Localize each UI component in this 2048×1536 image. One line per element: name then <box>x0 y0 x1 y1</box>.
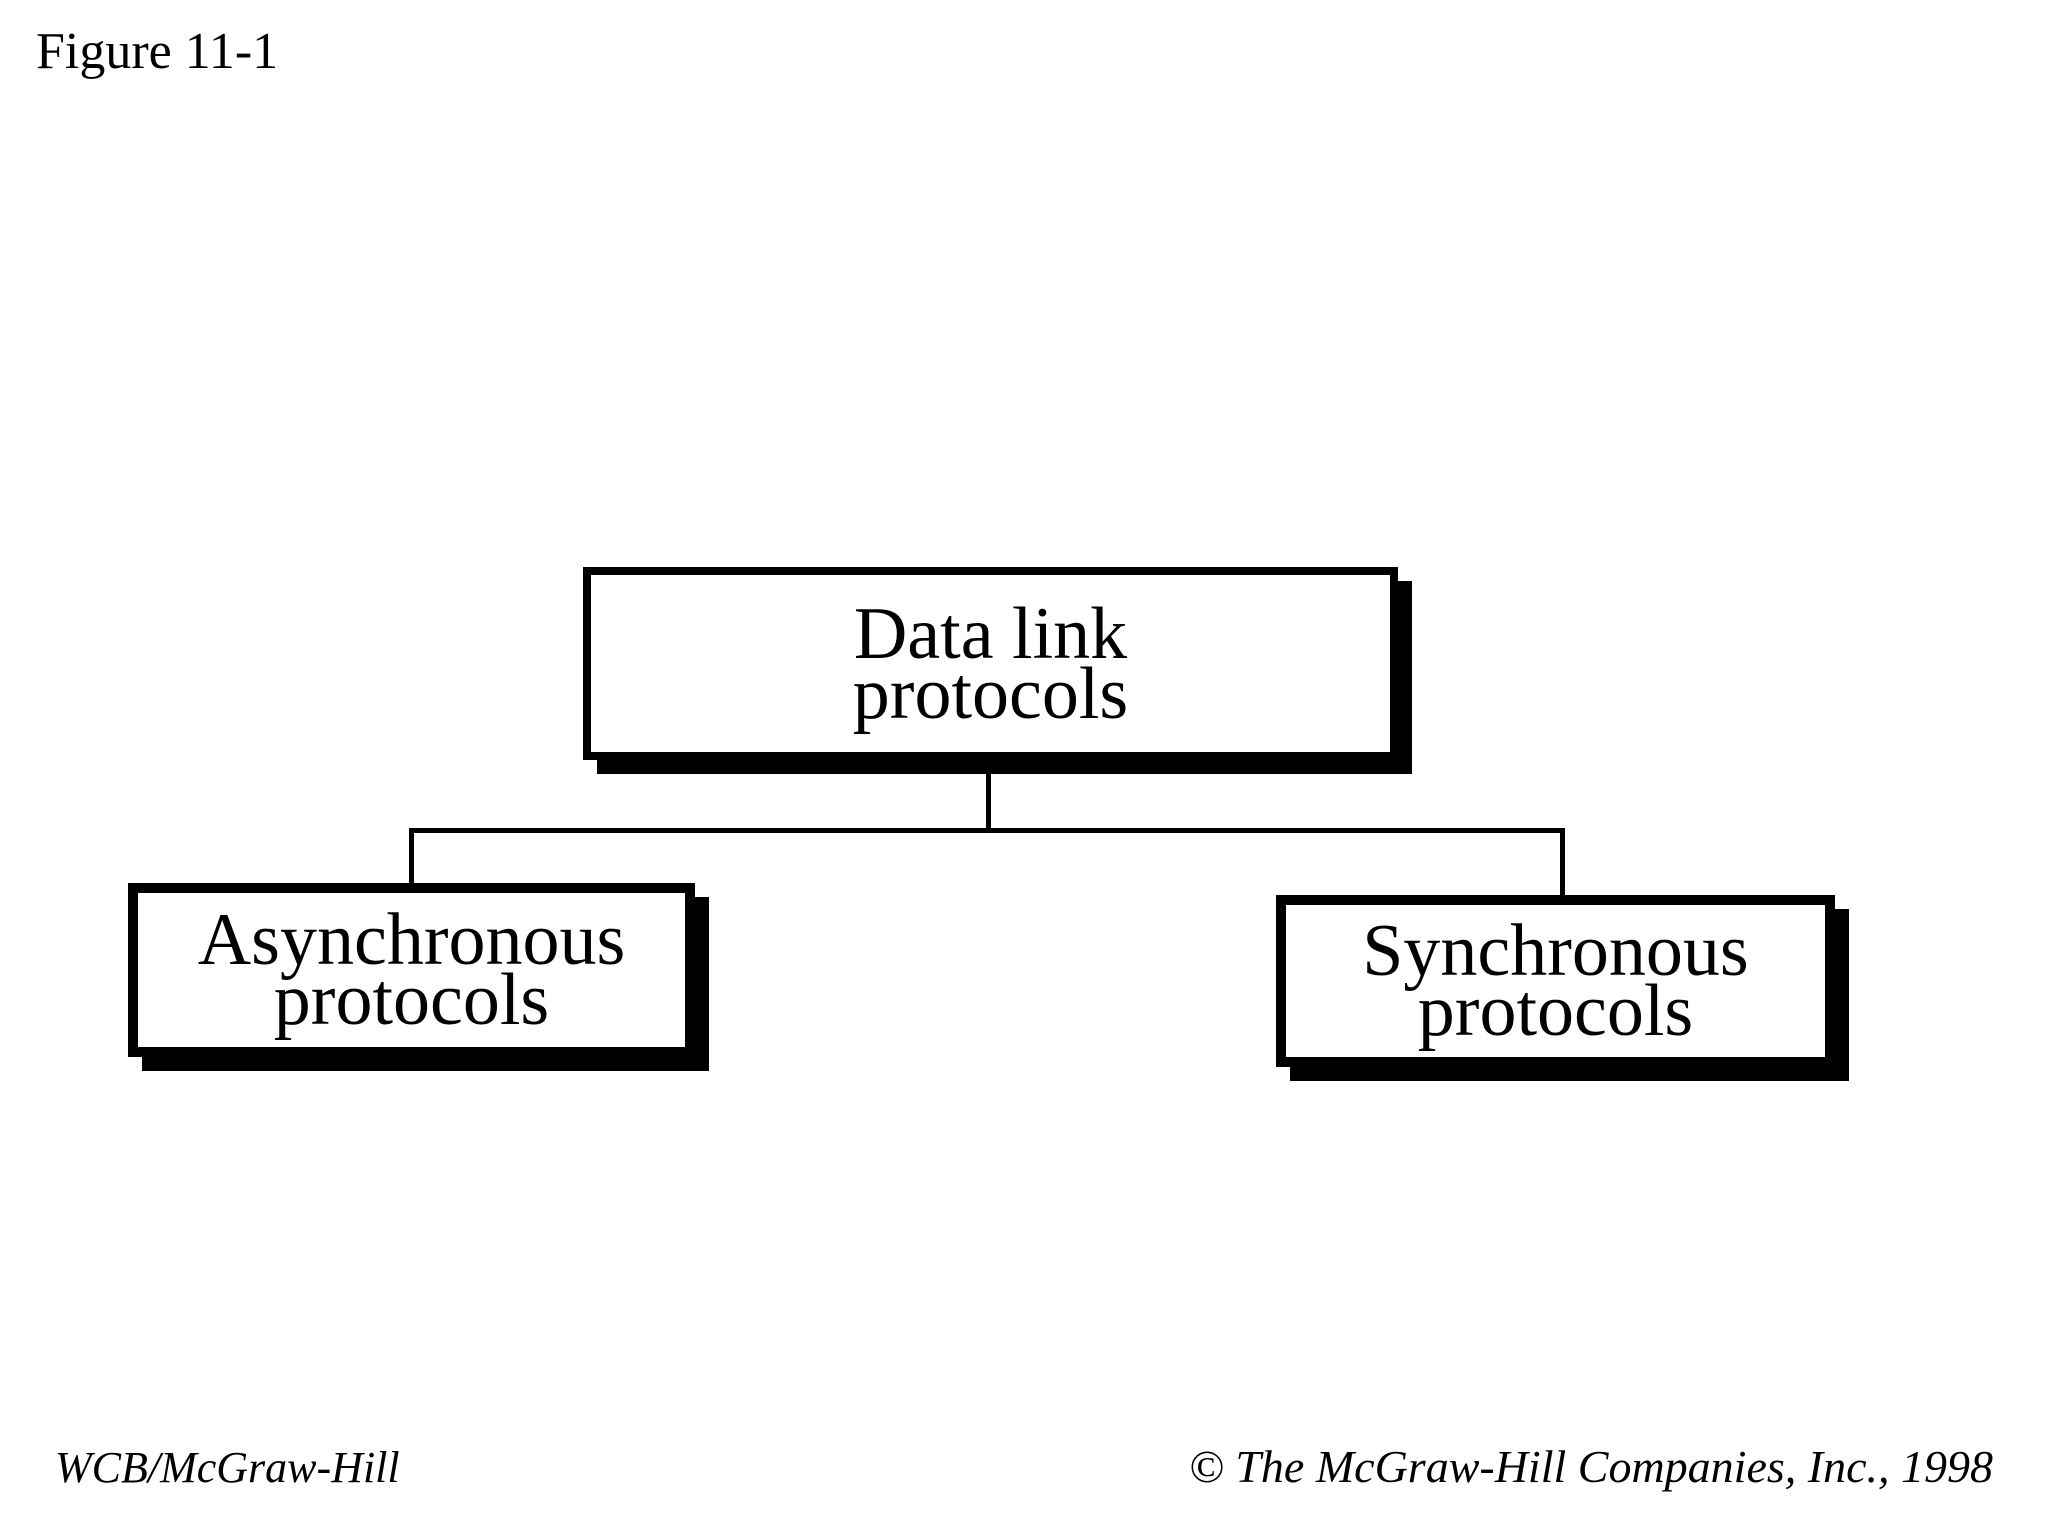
child-node-synchronous-protocols: Synchronous protocols <box>1276 895 1835 1067</box>
sync-node-label-line1: Synchronous <box>1362 910 1749 992</box>
connector-right-drop-line <box>1560 828 1565 897</box>
root-node-label-line1: Data link <box>853 592 1128 675</box>
child-node-asynchronous-protocols: Asynchronous protocols <box>128 883 695 1057</box>
root-node-label-line2: protocols <box>852 652 1129 735</box>
connector-left-drop-line <box>409 828 414 885</box>
sync-node-label-line2: protocols <box>1417 970 1694 1052</box>
footer-publisher-credit: WCB/McGraw-Hill <box>55 1443 400 1492</box>
async-node-label-line1: Asynchronous <box>197 899 626 981</box>
root-node-data-link-protocols: Data link protocols <box>583 567 1398 760</box>
async-node-label-line2: protocols <box>273 959 550 1041</box>
connector-crossbar-line <box>409 828 1565 833</box>
connector-trunk-line <box>986 772 991 830</box>
figure-label: Figure 11-1 <box>36 23 279 80</box>
footer-copyright-notice: © The McGraw-Hill Companies, Inc., 1998 <box>1188 1441 1993 1492</box>
